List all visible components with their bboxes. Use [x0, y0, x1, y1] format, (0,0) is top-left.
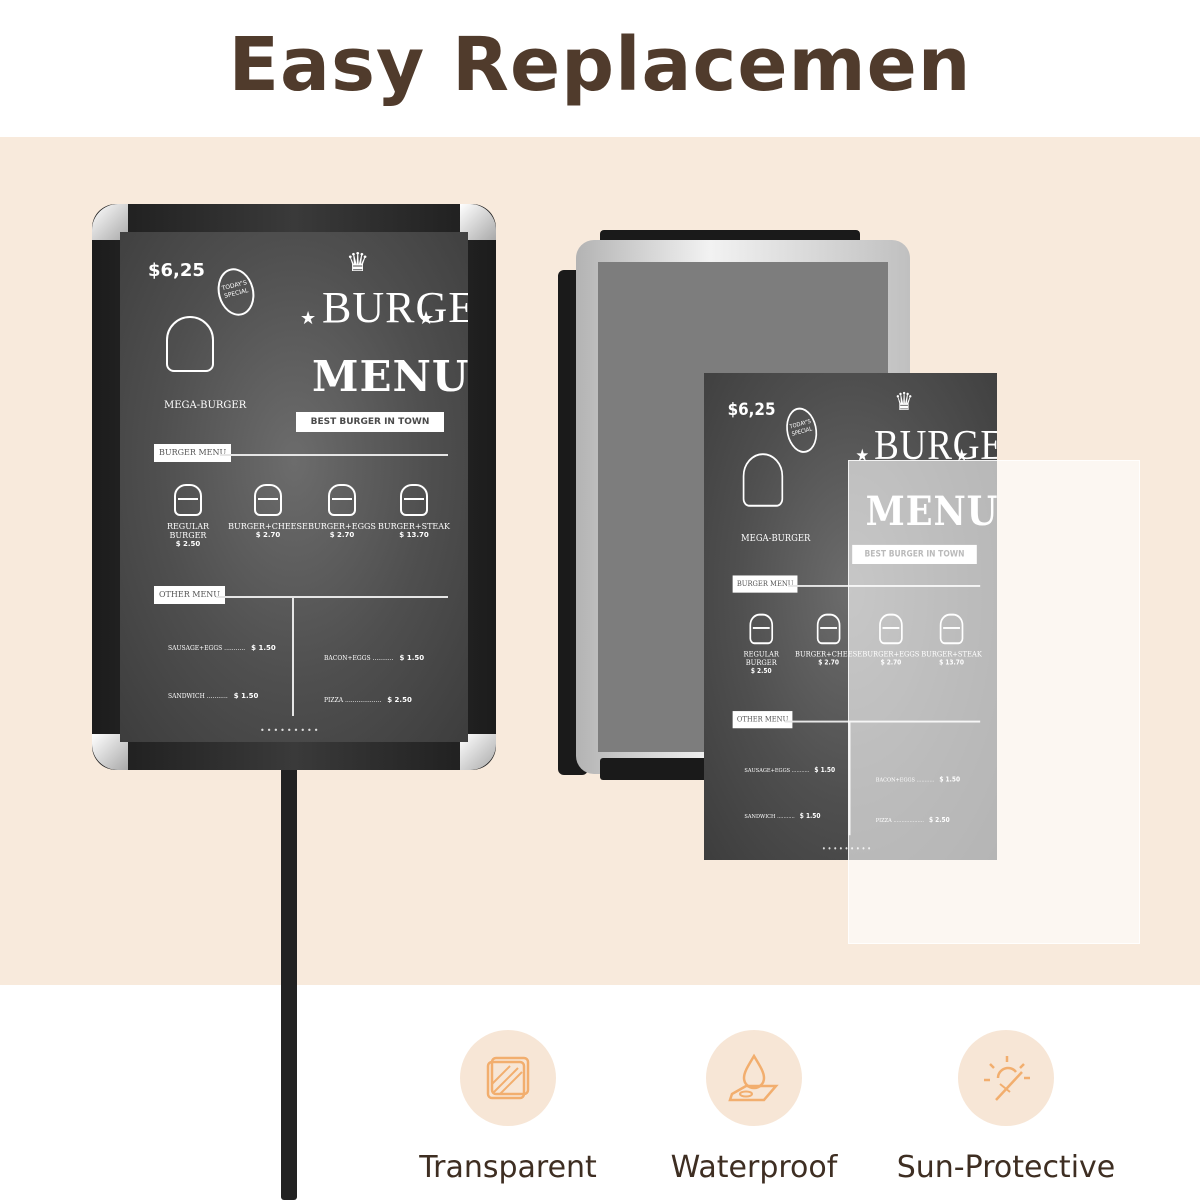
star-icon: ★ [300, 308, 317, 329]
other-price: $ 1.50 [799, 812, 821, 820]
feature-transparent: Transparent [388, 1030, 628, 1185]
other-name: BACON+EGGS [324, 655, 371, 662]
burger-icon [742, 453, 784, 507]
burger-icon [816, 613, 841, 645]
menu-item: REGULAR BURGER $ 2.50 [148, 484, 228, 548]
other-row: SANDWICH ...........$ 1.50 [744, 812, 821, 820]
item-name: REGULAR BURGER [743, 649, 779, 668]
other-name: PIZZA [324, 697, 344, 704]
divider [216, 596, 448, 598]
feature-waterproof: Waterproof [634, 1030, 874, 1185]
poster-dots: ••••••••• [822, 845, 873, 854]
burger-icon [400, 484, 428, 516]
other-price: $ 1.50 [814, 766, 836, 775]
sun-icon [958, 1030, 1054, 1126]
other-row: SAUSAGE+EGGS ...........$ 1.50 [744, 766, 836, 775]
feature-label: Waterproof [670, 1150, 838, 1185]
poster-title-burger: BURGER [322, 283, 468, 332]
other-row: SANDWICH ...........$ 1.50 [168, 692, 259, 700]
poster-bubble: TODAY'S SPECIAL [782, 403, 822, 457]
feature-label: Transparent [419, 1150, 597, 1185]
poster-price: $6,25 [727, 399, 776, 420]
other-price: $ 1.50 [233, 692, 259, 700]
poster-price: $6,25 [148, 260, 205, 281]
other-name: SANDWICH [744, 813, 776, 820]
star-icon: ★ [418, 308, 435, 329]
other-row: SAUSAGE+EGGS ...........$ 1.50 [168, 644, 276, 652]
feature-label: Sun-Protective [896, 1150, 1116, 1185]
item-price: $ 2.50 [750, 667, 772, 675]
other-price: $ 2.50 [387, 696, 412, 704]
menu-item: BURGER+CHEESE $ 2.70 [228, 484, 308, 539]
item-name: REGULAR BURGER [166, 522, 210, 540]
divider [292, 598, 294, 716]
other-price: $ 1.50 [251, 644, 276, 652]
crown-icon: ♛ [894, 388, 914, 417]
item-price: $ 2.70 [818, 658, 839, 667]
other-name: SAUSAGE+EGGS [168, 645, 223, 652]
burger-icon [749, 613, 774, 645]
item-price: $ 2.50 [175, 540, 201, 548]
headline: Easy Replacemen [228, 22, 972, 108]
item-name: BURGER+STEAK [377, 522, 450, 531]
menu-item: REGULAR BURGER $ 2.50 [728, 613, 795, 675]
other-row: PIZZA ...................$ 2.50 [324, 696, 412, 704]
item-price: $ 2.70 [329, 531, 355, 539]
item-price: $ 2.70 [255, 531, 281, 539]
poster-mega-burger: MEGA-BURGER [164, 400, 247, 411]
frame-bottom-rail [600, 758, 720, 780]
feature-sun-protective: Sun-Protective [886, 1030, 1126, 1185]
crown-icon: ♛ [346, 248, 370, 278]
item-price: $ 13.70 [399, 531, 429, 539]
menu-item: BURGER+STEAK $ 13.70 [374, 484, 454, 539]
poster-section-other: OTHER MENU [732, 711, 793, 729]
other-name: SAUSAGE+EGGS [744, 767, 791, 775]
poster-section-burger: BURGER MENU [732, 575, 798, 593]
poster-bubble: TODAY'S SPECIAL [212, 264, 260, 320]
item-name: BURGER+CHEESE [795, 649, 863, 659]
clear-protective-sheet [848, 460, 1140, 944]
divider [220, 454, 448, 456]
poster-section-other: OTHER MENU [154, 586, 226, 604]
other-price: $ 1.50 [399, 654, 425, 662]
poster-content: $6,25 TODAY'S SPECIAL MEGA-BURGER ♛ ★ ★ … [120, 232, 468, 742]
burger-icon [328, 484, 356, 516]
burger-icon [166, 316, 214, 372]
poster-mega-burger: MEGA-BURGER [741, 533, 811, 544]
poster-title-menu: MENU [312, 352, 468, 401]
poster-dots: ••••••••• [260, 726, 321, 735]
other-row: BACON+EGGS ...........$ 1.50 [324, 654, 425, 662]
item-name: BURGER+EGGS [308, 522, 376, 531]
menu-item: BURGER+CHEESE $ 2.70 [795, 613, 863, 667]
transparent-sheet-icon [460, 1030, 556, 1126]
burger-icon [174, 484, 202, 516]
poster-section-burger: BURGER MENU [154, 444, 232, 462]
item-name: BURGER+CHEESE [228, 522, 308, 531]
menu-poster: $6,25 TODAY'S SPECIAL MEGA-BURGER ♛ ★ ★ … [120, 232, 468, 742]
menu-item: BURGER+EGGS $ 2.70 [302, 484, 382, 539]
poster-ribbon: BEST BURGER IN TOWN [296, 412, 444, 432]
sign-pole [281, 765, 297, 1200]
other-name: SANDWICH [168, 693, 205, 700]
water-drop-icon [706, 1030, 802, 1126]
burger-icon [254, 484, 282, 516]
